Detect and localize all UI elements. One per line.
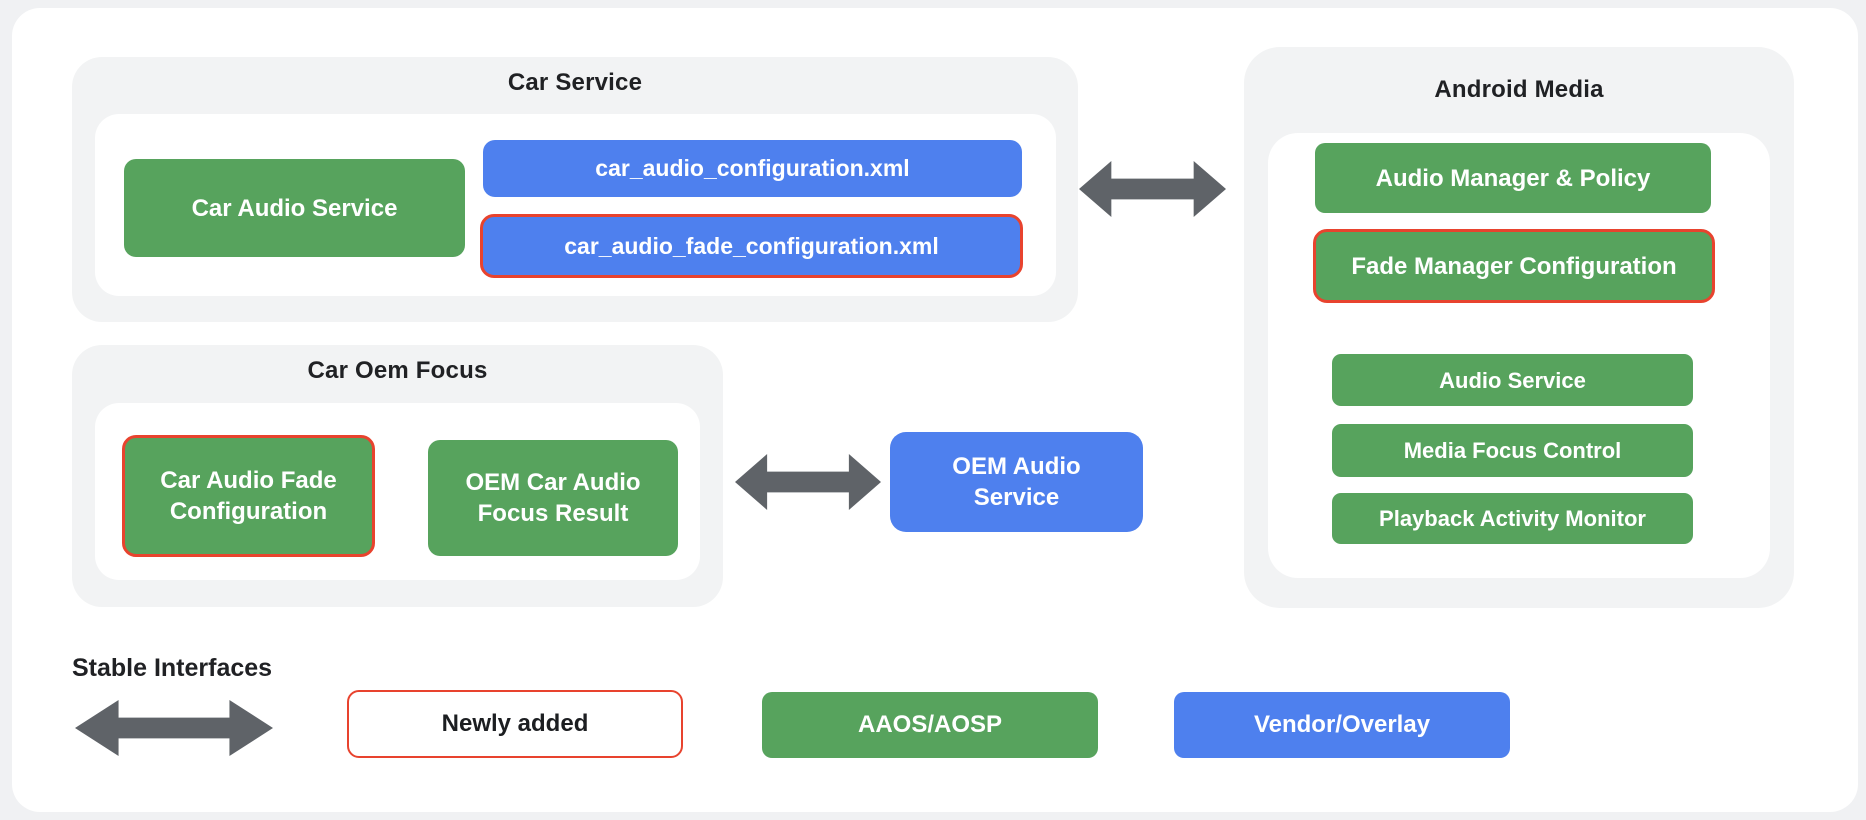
oem-audio-service-box: OEM Audio Service <box>890 432 1143 532</box>
android-media-group: Android Media Audio Manager & Policy Fad… <box>1244 47 1794 608</box>
audio-service-box: Audio Service <box>1332 354 1693 406</box>
car-audio-service-box: Car Audio Service <box>124 159 465 257</box>
legend-newly-added-box: Newly added <box>347 690 683 758</box>
fade-manager-configuration-box: Fade Manager Configuration <box>1313 229 1715 303</box>
oem-car-audio-focus-result-box: OEM Car Audio Focus Result <box>428 440 678 556</box>
stable-interfaces-arrow-icon <box>75 700 273 756</box>
car-oem-focus-oem-audio-service-arrow-icon <box>735 454 881 510</box>
playback-activity-monitor-box: Playback Activity Monitor <box>1332 493 1693 544</box>
car-service-group: Car Service Car Audio Service car_audio_… <box>72 57 1078 322</box>
car-oem-focus-title: Car Oem Focus <box>307 357 488 384</box>
legend-aaos-aosp-box: AAOS/AOSP <box>762 692 1098 758</box>
audio-manager-policy-box: Audio Manager & Policy <box>1315 143 1711 213</box>
car-audio-fade-configuration-box: Car Audio Fade Configuration <box>122 435 375 557</box>
android-media-title: Android Media <box>1434 76 1604 103</box>
legend-vendor-overlay-box: Vendor/Overlay <box>1174 692 1510 758</box>
media-focus-control-box: Media Focus Control <box>1332 424 1693 477</box>
car-audio-configuration-xml-box: car_audio_configuration.xml <box>483 140 1022 197</box>
car-audio-fade-configuration-xml-box: car_audio_fade_configuration.xml <box>480 214 1023 278</box>
car-service-title: Car Service <box>507 69 643 96</box>
car-oem-focus-group: Car Oem Focus Car Audio Fade Configurati… <box>72 345 723 607</box>
stable-interfaces-label: Stable Interfaces <box>72 654 273 682</box>
car-service-android-media-arrow-icon <box>1079 161 1226 217</box>
